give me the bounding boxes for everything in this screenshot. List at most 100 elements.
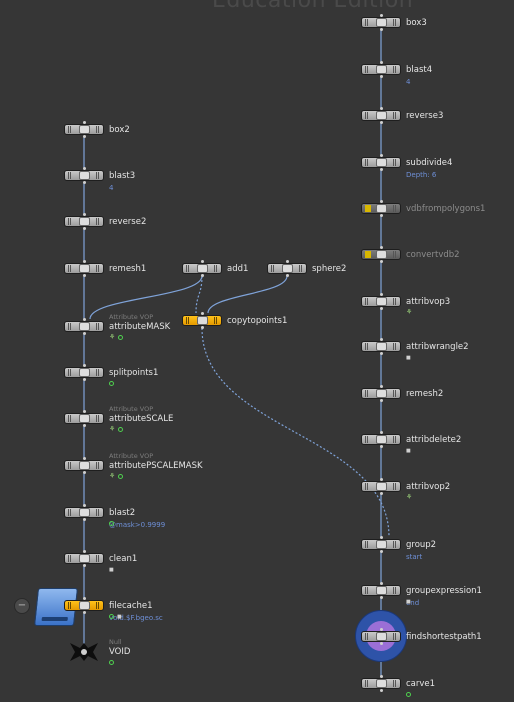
input-port[interactable] [380,536,383,539]
input-port[interactable] [83,167,86,170]
input-port[interactable] [83,550,86,553]
node-blast2[interactable] [64,507,104,518]
node-label[interactable]: convertvdb2 [406,250,460,260]
input-port[interactable] [83,364,86,367]
node-splitpoints1[interactable] [64,367,104,378]
node-group2[interactable] [361,539,401,550]
node-sphere2[interactable] [267,263,307,274]
node-label[interactable]: carve1 [406,679,436,689]
node-label[interactable]: copytopoints1 [227,316,288,326]
input-port[interactable] [380,293,383,296]
output-port[interactable] [380,492,383,495]
input-port[interactable] [380,385,383,388]
output-port[interactable] [286,274,289,277]
input-port[interactable] [83,457,86,460]
node-label[interactable]: attributeMASK [109,322,171,332]
output-port[interactable] [380,596,383,599]
node-remesh2[interactable] [361,388,401,399]
node-label[interactable]: vdbfrompolygons1 [406,204,486,214]
input-port[interactable] [83,504,86,507]
input-port[interactable] [201,260,204,263]
node-reverse2[interactable] [64,216,104,227]
output-port[interactable] [380,352,383,355]
node-convertvdb2[interactable] [361,249,401,260]
output-port[interactable] [83,611,86,614]
node-reverse3[interactable] [361,110,401,121]
output-port[interactable] [201,326,204,329]
node-filecache1[interactable] [64,600,104,611]
output-port[interactable] [83,378,86,381]
output-port[interactable] [83,181,86,184]
input-port[interactable] [380,338,383,341]
node-label[interactable]: groupexpression1 [406,586,482,596]
output-port[interactable] [83,332,86,335]
output-port[interactable] [380,307,383,310]
node-attributeMASK[interactable] [64,321,104,332]
node-vdbfrompolygons1[interactable] [361,203,401,214]
wire[interactable] [201,327,390,538]
output-port[interactable] [201,274,204,277]
node-label[interactable]: clean1 [109,554,138,564]
input-port[interactable] [83,121,86,124]
output-port[interactable] [380,260,383,263]
node-label[interactable]: blast3 [109,171,136,181]
node-box2[interactable] [64,124,104,135]
node-attributePSCALEMASK[interactable] [64,460,104,471]
node-label[interactable]: attribvop2 [406,482,451,492]
node-carve1[interactable] [361,678,401,689]
input-port[interactable] [83,318,86,321]
output-port[interactable] [380,121,383,124]
node-label[interactable]: findshortestpath1 [406,632,482,642]
output-port[interactable] [380,75,383,78]
node-add1[interactable] [182,263,222,274]
node-box3[interactable] [361,17,401,28]
node-attributeSCALE[interactable] [64,413,104,424]
input-port[interactable] [83,213,86,216]
input-port[interactable] [380,200,383,203]
node-label[interactable]: splitpoints1 [109,368,159,378]
input-port[interactable] [380,628,383,631]
node-label[interactable]: attribwrangle2 [406,342,469,352]
input-port[interactable] [380,478,383,481]
node-label[interactable]: attributeSCALE [109,414,174,424]
input-port[interactable] [286,260,289,263]
node-clean1[interactable] [64,553,104,564]
output-port[interactable] [83,518,86,521]
input-port[interactable] [380,246,383,249]
node-blast3[interactable] [64,170,104,181]
input-port[interactable] [380,675,383,678]
input-port[interactable] [380,61,383,64]
node-label[interactable]: attribdelete2 [406,435,462,445]
node-copytopoints1[interactable] [182,315,222,326]
input-port[interactable] [83,597,86,600]
input-port[interactable] [380,154,383,157]
node-attribvop3[interactable] [361,296,401,307]
output-port[interactable] [83,564,86,567]
output-port[interactable] [380,445,383,448]
wire[interactable] [89,275,203,320]
input-port[interactable] [83,410,86,413]
node-findshortestpath1[interactable] [361,631,401,642]
node-groupexpression1[interactable] [361,585,401,596]
node-label[interactable]: box2 [109,125,130,135]
node-remesh1[interactable] [64,263,104,274]
output-port[interactable] [83,424,86,427]
node-label[interactable]: subdivide4 [406,158,453,168]
output-port[interactable] [380,642,383,645]
node-subdivide4[interactable] [361,157,401,168]
node-label[interactable]: remesh1 [109,264,147,274]
output-port[interactable] [83,274,86,277]
output-port[interactable] [83,227,86,230]
null-node-icon[interactable] [68,640,100,664]
node-blast4[interactable] [361,64,401,75]
node-label[interactable]: group2 [406,540,437,550]
node-label[interactable]: attributePSCALEMASK [109,461,203,471]
collapse-button[interactable]: − [14,598,30,614]
input-port[interactable] [380,431,383,434]
input-port[interactable] [380,582,383,585]
output-port[interactable] [380,214,383,217]
node-label[interactable]: sphere2 [312,264,347,274]
output-port[interactable] [83,135,86,138]
output-port[interactable] [380,399,383,402]
node-attribwrangle2[interactable] [361,341,401,352]
